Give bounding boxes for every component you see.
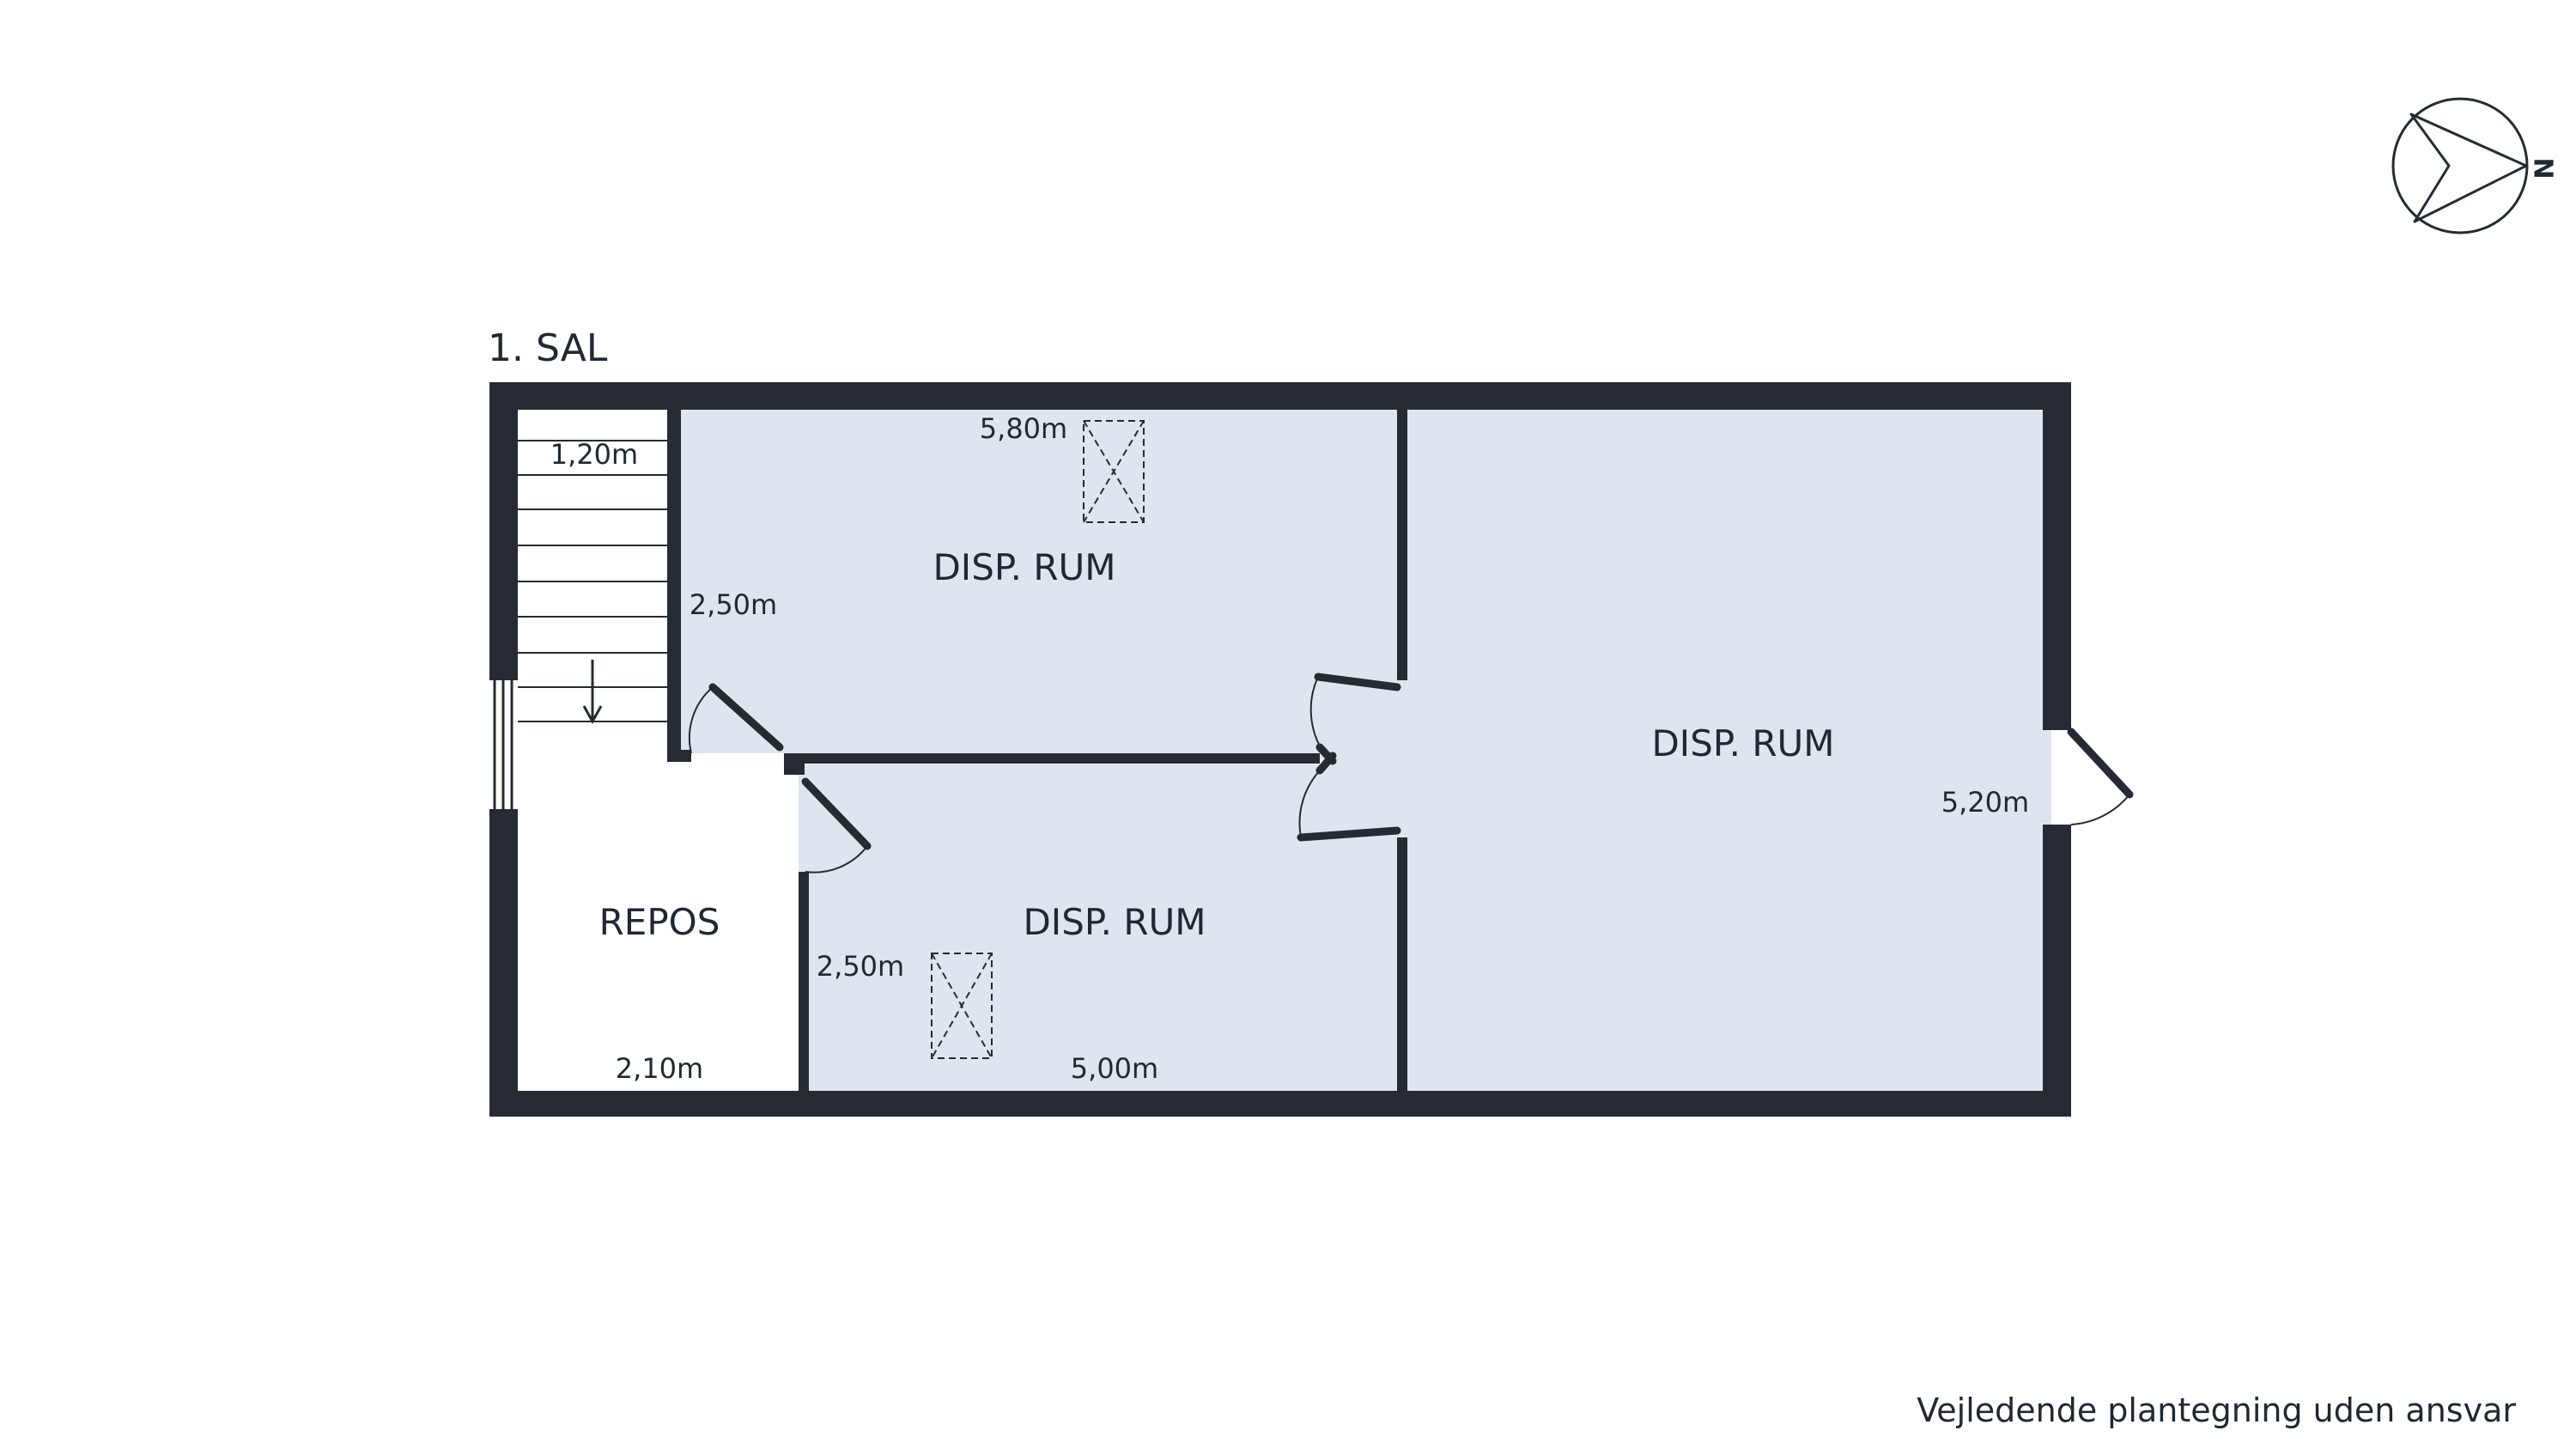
room-label-repos: REPOS (599, 901, 720, 943)
dim-repos-width: 2,10m (616, 1052, 703, 1085)
room-repos (518, 753, 784, 1091)
door-disp-bottom[interactable] (801, 777, 872, 874)
compass-north-label: N (2528, 157, 2558, 179)
room-label-disp-bottom: DISP. RUM (1023, 901, 1206, 943)
room-disp-rum-top (681, 410, 1402, 759)
stair (518, 440, 667, 725)
dim-disp1-depth: 2,50m (690, 588, 777, 621)
dim-disp3-depth: 5,20m (1941, 786, 2029, 819)
dim-disp1-width: 5,80m (980, 412, 1067, 445)
room-label-disp-large: DISP. RUM (1651, 722, 1834, 764)
window-left (489, 680, 518, 809)
floor-title: 1. SAL (488, 326, 608, 370)
interior-walls (667, 410, 1407, 1091)
footer-disclaimer: Vejledende plantegning uden ansvar (1917, 1391, 2516, 1429)
room-disp-rum-bottom (799, 764, 1402, 1091)
dim-disp2-depth: 2,50m (817, 950, 904, 983)
room-disp-rum-large (1402, 410, 2051, 1091)
door-exterior-right[interactable] (2067, 728, 2134, 825)
room-doorway-fill (1322, 679, 1417, 833)
compass-north-icon: N (2391, 97, 2558, 234)
dim-stair-width: 1,20m (550, 438, 638, 471)
skylight-top (1083, 420, 1145, 523)
door-disp-top[interactable] (688, 683, 784, 754)
room-label-disp-top: DISP. RUM (933, 546, 1115, 588)
dim-disp2-width: 5,00m (1071, 1052, 1158, 1085)
door-large-lower[interactable] (1297, 752, 1401, 842)
skylight-bottom (931, 953, 993, 1059)
